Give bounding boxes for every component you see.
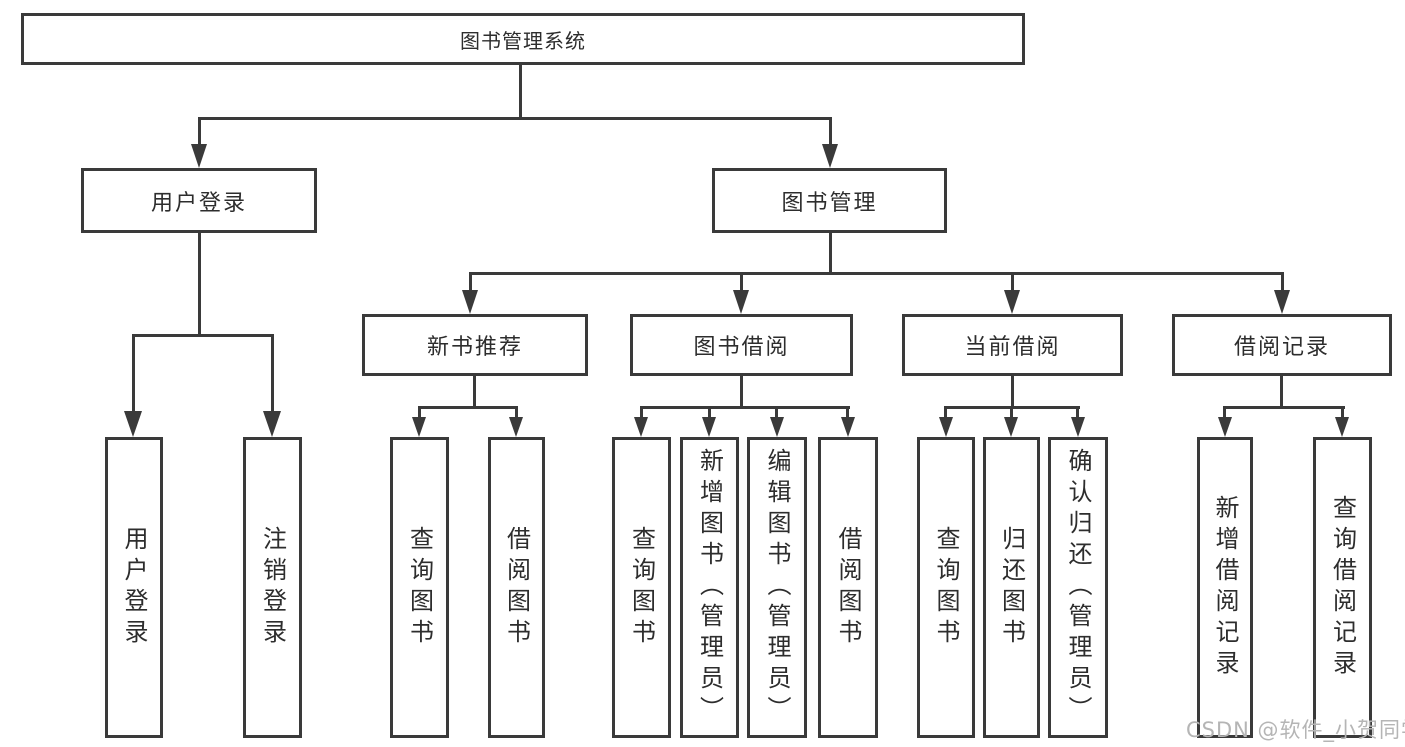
leaf-logout: 注销登录 <box>243 437 302 738</box>
arrow-down-icon <box>462 290 478 314</box>
node-label: 查询图书 <box>405 525 434 650</box>
line <box>640 406 850 409</box>
line <box>1011 376 1014 409</box>
node-current-borrowing: 当前借阅 <box>902 314 1123 376</box>
arrow-down-icon <box>702 417 716 437</box>
line <box>515 406 518 422</box>
line <box>1076 406 1079 422</box>
line <box>1223 406 1226 422</box>
line <box>198 233 201 337</box>
line <box>418 406 421 422</box>
arrow-down-icon <box>1218 417 1232 437</box>
line <box>829 233 832 275</box>
node-book-management: 图书管理 <box>712 168 947 233</box>
line <box>132 334 135 414</box>
node-label: 注销登录 <box>258 525 287 650</box>
leaf-borrow-books: 借阅图书 <box>818 437 878 738</box>
node-label: 确认归还（管理员） <box>1064 448 1092 727</box>
line <box>1280 376 1283 409</box>
node-new-book-recommend: 新书推荐 <box>362 314 588 376</box>
node-book-borrowing: 图书借阅 <box>630 314 853 376</box>
node-label: 借阅图书 <box>502 525 531 650</box>
line <box>1010 406 1013 422</box>
leaf-add-books-admin: 新增图书（管理员） <box>680 437 739 738</box>
line <box>1281 272 1284 294</box>
line <box>640 406 643 422</box>
node-label: 查询图书 <box>932 525 960 650</box>
csdn-watermark: CSDN @软件_小贺同学 <box>1186 718 1405 742</box>
node-label: 编辑图书（管理员） <box>763 448 791 727</box>
arrow-down-icon <box>634 417 648 437</box>
line <box>198 117 832 120</box>
arrow-down-icon <box>1004 417 1018 437</box>
line <box>944 406 947 422</box>
arrow-down-icon <box>191 144 207 168</box>
line <box>1223 406 1345 409</box>
arrow-down-icon <box>509 417 523 437</box>
node-label: 图书借阅 <box>693 335 790 360</box>
line <box>469 272 472 294</box>
arrow-down-icon <box>1004 290 1020 314</box>
node-label: 用户登录 <box>120 525 148 650</box>
node-label: 新增借阅记录 <box>1211 494 1239 681</box>
line <box>846 406 849 422</box>
node-label: 图书管理系统 <box>460 28 586 53</box>
arrow-down-icon <box>822 144 838 168</box>
line <box>198 117 201 153</box>
line <box>132 334 274 337</box>
leaf-query-books-borrowing: 查询图书 <box>612 437 671 738</box>
line <box>740 272 743 294</box>
leaf-query-books-current: 查询图书 <box>917 437 975 738</box>
node-label: 新增图书（管理员） <box>695 448 724 727</box>
node-library-management-system: 图书管理系统 <box>21 13 1025 65</box>
arrow-down-icon <box>124 411 142 437</box>
arrow-down-icon <box>939 417 953 437</box>
line <box>271 334 274 414</box>
line <box>469 272 1284 275</box>
leaf-borrow-books-recommend: 借阅图书 <box>488 437 545 738</box>
node-label: 查询图书 <box>627 525 656 650</box>
arrow-down-icon <box>733 290 749 314</box>
line <box>775 406 778 422</box>
line <box>519 64 522 118</box>
leaf-query-books-recommend: 查询图书 <box>390 437 449 738</box>
line <box>708 406 711 422</box>
arrow-down-icon <box>1274 290 1290 314</box>
arrow-down-icon <box>263 411 281 437</box>
node-borrow-records: 借阅记录 <box>1172 314 1392 376</box>
node-label: 归还图书 <box>997 525 1026 650</box>
line <box>740 376 743 409</box>
arrow-down-icon <box>412 417 426 437</box>
node-label: 新书推荐 <box>426 335 523 360</box>
leaf-add-borrow-record: 新增借阅记录 <box>1197 437 1253 738</box>
line <box>1341 406 1344 422</box>
leaf-user-login: 用户登录 <box>105 437 163 738</box>
node-label: 用户登录 <box>150 190 247 216</box>
line <box>829 117 832 153</box>
arrow-down-icon <box>841 417 855 437</box>
node-label: 当前借阅 <box>964 335 1061 360</box>
line <box>1011 272 1014 294</box>
leaf-query-borrow-record: 查询借阅记录 <box>1313 437 1372 738</box>
leaf-edit-books-admin: 编辑图书（管理员） <box>747 437 807 738</box>
node-label: 查询借阅记录 <box>1328 494 1357 681</box>
leaf-return-books: 归还图书 <box>983 437 1040 738</box>
leaf-confirm-return-admin: 确认归还（管理员） <box>1048 437 1108 738</box>
arrow-down-icon <box>770 417 784 437</box>
node-label: 借阅记录 <box>1233 335 1330 360</box>
arrow-down-icon <box>1071 417 1085 437</box>
node-label: 借阅图书 <box>834 525 862 650</box>
node-user-login: 用户登录 <box>81 168 317 233</box>
node-label: 图书管理 <box>781 190 878 216</box>
line <box>473 376 476 409</box>
line <box>418 406 518 409</box>
arrow-down-icon <box>1335 417 1349 437</box>
